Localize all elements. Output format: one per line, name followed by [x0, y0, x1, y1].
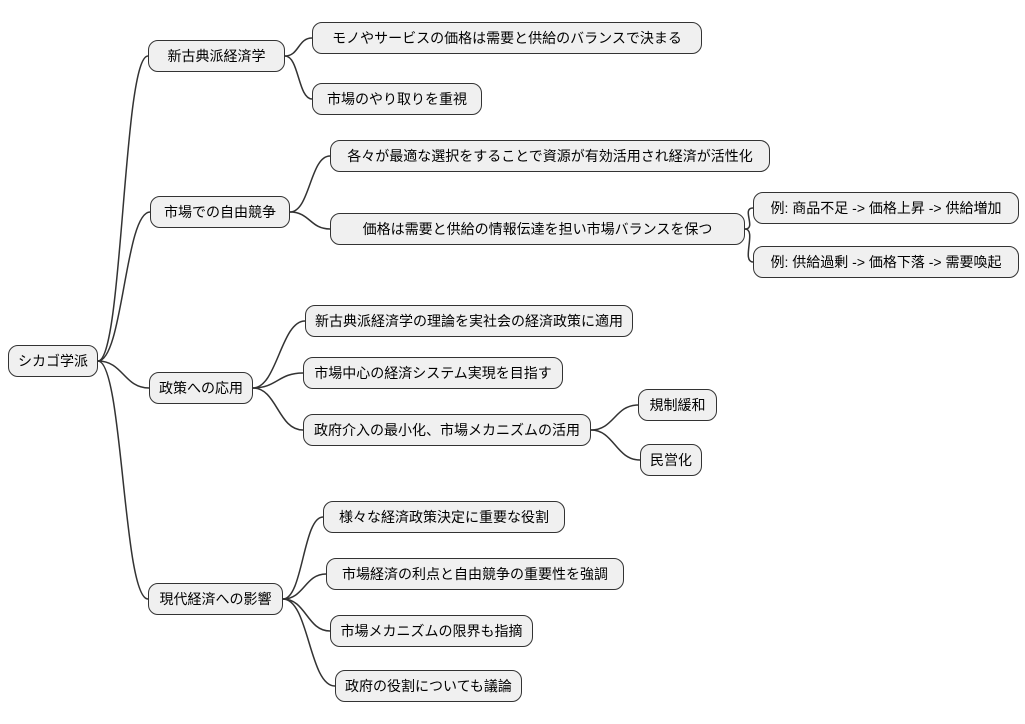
node-deregulation: 規制緩和	[638, 389, 717, 421]
link-branch3-to-child3	[252, 387, 304, 431]
node-example-surplus: 例: 供給過剰 -> 価格下落 -> 需要喚起	[753, 246, 1019, 278]
link-branch3-child3-to-deregulation	[590, 404, 639, 431]
node-branch-policy-application: 政策への応用	[149, 372, 253, 404]
node-minimize-intervention: 政府介入の最小化、市場メカニズムの活用	[303, 414, 591, 446]
link-branch4-to-child4	[282, 598, 336, 687]
node-market-limits: 市場メカニズムの限界も指摘	[330, 615, 533, 647]
node-branch-neoclassical: 新古典派経済学	[148, 40, 285, 72]
node-branch-modern-economy: 現代経済への影響	[148, 583, 283, 615]
node-root: シカゴ学派	[8, 345, 98, 377]
node-policy-decision-role: 様々な経済政策決定に重要な役割	[323, 501, 565, 533]
link-branch2-child2-to-example2	[744, 228, 754, 263]
node-branch-free-competition: 市場での自由競争	[150, 196, 290, 228]
link-branch4-to-child3	[282, 598, 331, 632]
link-branch1-to-child1	[284, 37, 313, 57]
node-market-centered-system: 市場中心の経済システム実現を目指す	[303, 357, 563, 389]
link-root-to-branch-2	[97, 211, 151, 362]
link-root-to-branch-4	[97, 360, 149, 600]
link-branch2-child2-to-example1	[744, 207, 754, 230]
link-branch3-child3-to-privatization	[590, 429, 641, 461]
node-optimal-choice: 各々が最適な選択をすることで資源が有効活用され経済が活性化	[330, 140, 770, 172]
link-root-to-branch-1	[97, 55, 149, 362]
node-price-balance: モノやサービスの価格は需要と供給のバランスで決まる	[312, 22, 702, 54]
node-theory-to-policy: 新古典派経済学の理論を実社会の経済政策に適用	[305, 305, 633, 337]
link-branch2-to-child2	[289, 211, 331, 230]
node-emphasize-competition: 市場経済の利点と自由競争の重要性を強調	[326, 558, 624, 590]
link-root-to-branch-3	[97, 360, 150, 389]
node-government-role-debate: 政府の役割についても議論	[335, 670, 522, 702]
link-branch3-to-child2	[252, 372, 304, 389]
link-branch1-to-child2	[284, 55, 313, 100]
node-market-exchange: 市場のやり取りを重視	[312, 83, 482, 115]
link-branch4-to-child2	[282, 573, 327, 600]
link-branch4-to-child1	[282, 516, 324, 600]
link-branch3-to-child1	[252, 320, 306, 389]
link-branch2-to-child1	[289, 155, 331, 213]
node-example-shortage: 例: 商品不足 -> 価格上昇 -> 供給増加	[753, 192, 1019, 224]
node-privatization: 民営化	[640, 444, 702, 476]
node-price-information: 価格は需要と供給の情報伝達を担い市場バランスを保つ	[330, 213, 745, 245]
